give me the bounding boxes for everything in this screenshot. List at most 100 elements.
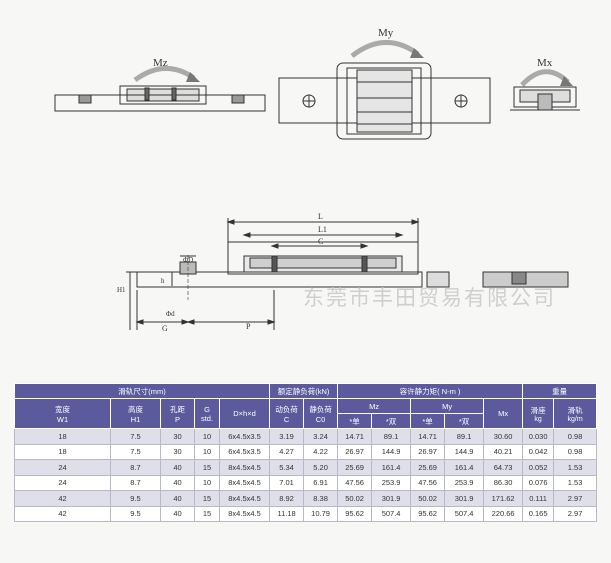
table-cell: 2.97 [553,505,598,522]
col-dyn-label: 动负荷 [275,404,298,414]
table-cell: 40.21 [483,443,524,460]
col-my-double: *双 [444,413,485,429]
technical-drawing: Mz My Mx [54,27,580,333]
table-cell: 253.9 [444,474,485,491]
table-cell: 8.7 [110,459,161,476]
table-cell: 301.9 [444,490,485,507]
table-cell: 5.20 [303,459,339,476]
table-cell: 18 [14,428,111,445]
table-cell: 0.076 [522,474,555,491]
col-mz-single: *单 [337,413,373,429]
col-stat: 静负荷 C0 [303,398,339,429]
col-slider-label: 滑座 [530,405,546,415]
moment-mx-label: Mx [537,57,553,69]
table-cell: 8x4.5x4.5 [218,490,271,507]
table-cell: 10 [194,443,220,460]
moment-mz-label: Mz [153,57,168,69]
table-cell: 95.62 [410,505,446,522]
col-dyn-symbol: C [283,414,290,424]
table-cell: 40 [160,474,195,491]
col-my: My [410,398,485,414]
table-cell: 42 [14,505,111,522]
table-cell: 25.69 [410,459,446,476]
table-cell: 6x4.5x3.5 [218,443,271,460]
col-mz-double: *双 [371,413,412,429]
table-cell: 25.69 [337,459,373,476]
table-cell: 507.4 [444,505,485,522]
table-cell: 0.111 [522,490,555,507]
table-cell: 10 [194,474,220,491]
table-cell: 42 [14,490,111,507]
table-cell: 64.73 [483,459,524,476]
col-mz: Mz [337,398,412,414]
col-dyn: 动负荷 C [269,398,305,429]
table-cell: 3.24 [303,428,339,445]
table-cell: 89.1 [371,428,412,445]
table-cell: 220.66 [483,505,524,522]
end-view-mx: Mx [510,57,580,111]
dim-P-label: P [246,322,251,331]
table-cell: 24 [14,459,111,476]
table-cell: 50.02 [410,490,446,507]
table-cell: 8.7 [110,474,161,491]
table-cell: 14.71 [337,428,373,445]
dim-d-label: Φd [166,310,175,318]
top-view-my: My [278,27,491,140]
table-cell: 7.5 [110,428,161,445]
col-bolt: D×h×d [218,398,271,429]
col-pitch-label: 孔距 [170,404,185,414]
table-cell: 0.98 [553,428,598,445]
side-view-mz: Mz [54,57,266,112]
header-moment: 容许静力矩( N-m ) [337,383,524,399]
table-cell: 10.79 [303,505,339,522]
table-cell: 4.22 [303,443,339,460]
dim-L1-label: L1 [318,225,327,234]
table-cell: 8.38 [303,490,339,507]
header-weight: 重量 [522,383,598,399]
table-cell: 0.052 [522,459,555,476]
table-cell: 30 [160,428,195,445]
header-load: 额定静负荷(kN) [269,383,339,399]
table-cell: 507.4 [371,505,412,522]
dim-C-label: C [318,237,323,246]
table-cell: 15 [194,505,220,522]
col-mx: Mx [483,398,524,429]
table-cell: 8.92 [269,490,305,507]
table-cell: 3.19 [269,428,305,445]
table-cell: 47.56 [410,474,446,491]
table-cell: 2.97 [553,490,598,507]
table-cell: 0.98 [553,443,598,460]
col-width: 宽度 W1 [14,398,111,429]
col-rail: 滑轨 kg/m [553,398,598,429]
dim-H1-label: H1 [117,286,126,294]
table-cell: 26.97 [337,443,373,460]
table-cell: 4.27 [269,443,305,460]
col-slider-unit: kg [534,415,542,423]
col-stat-symbol: C0 [315,414,326,424]
table-cell: 89.1 [444,428,485,445]
dim-h-label: h [161,277,165,285]
col-stat-label: 静负荷 [309,404,332,414]
table-cell: 40 [160,490,195,507]
table-cell: 14.71 [410,428,446,445]
dim-G-label: G [162,324,168,333]
table-cell: 0.042 [522,443,555,460]
col-rail-label: 滑轨 [567,405,583,415]
dim-L-label: L [318,212,323,221]
table-cell: 0.030 [522,428,555,445]
col-rail-unit: kg/m [567,415,583,423]
col-g-label: G [204,404,210,414]
table-cell: 8x4.5x4.5 [218,474,271,491]
table-cell: 9.5 [110,505,161,522]
table-cell: 1.53 [553,474,598,491]
table-cell: 11.18 [269,505,305,522]
table-cell: 86.30 [483,474,524,491]
moment-my-label: My [378,27,394,39]
dimension-view: L L1 C ΦD h H1 Φd G P [117,212,569,333]
col-g: G std. [194,398,220,429]
